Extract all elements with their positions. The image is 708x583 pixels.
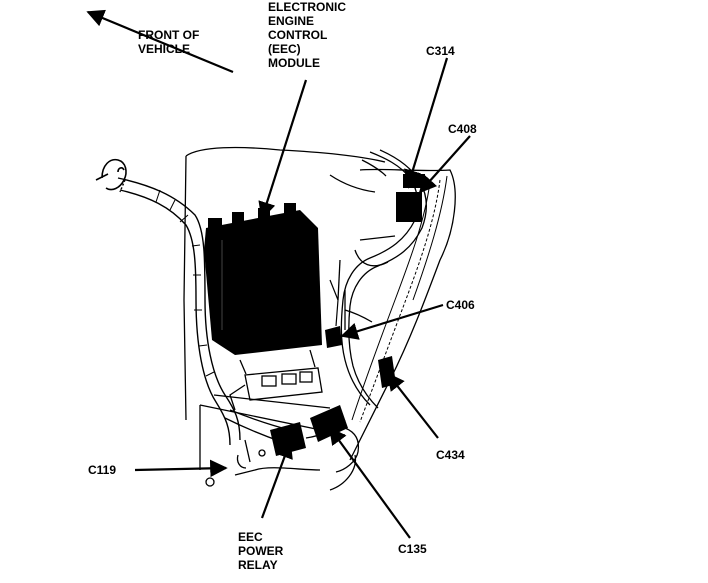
- panel-outline: [183, 146, 456, 491]
- left-harness: [117, 177, 241, 446]
- eec-module: [204, 203, 322, 355]
- eec-module-label: ELECTRONIC ENGINE CONTROL (EEC) MODULE: [268, 0, 346, 70]
- eec-power-relay-label: EEC POWER RELAY: [238, 530, 283, 572]
- front-label-line1: FRONT OF: [138, 28, 200, 42]
- eec-label-line2: ENGINE: [268, 14, 315, 28]
- c434-leader: [386, 372, 439, 439]
- front-direction-arrow: [86, 9, 234, 74]
- leader-lines: [134, 57, 471, 539]
- panel-edge-strip: [351, 175, 448, 423]
- module-bracket: [229, 349, 323, 411]
- c408-leader: [418, 135, 471, 194]
- eec-module-leader: [258, 79, 308, 220]
- c434-label: C434: [436, 448, 465, 462]
- c314-label: C314: [426, 44, 455, 58]
- c135-leader: [328, 426, 411, 539]
- c135-label: C135: [398, 542, 427, 556]
- eec-label-line4: (EEC): [268, 42, 301, 56]
- c408-label: C408: [448, 122, 477, 136]
- connector-c406-part: [325, 279, 342, 348]
- relay-label-line1: EEC: [238, 530, 263, 544]
- relay-label-line3: RELAY: [238, 558, 278, 572]
- c119-label: C119: [88, 463, 117, 477]
- harness-clip: [95, 158, 127, 191]
- front-of-vehicle-label: FRONT OF VEHICLE: [138, 28, 199, 56]
- c119-leader: [134, 459, 228, 478]
- c314-leader: [404, 57, 449, 188]
- front-label-line2: VEHICLE: [138, 42, 191, 56]
- eec-label-line1: ELECTRONIC: [268, 0, 346, 14]
- relay-label-line2: POWER: [238, 544, 284, 558]
- relay-leader: [260, 440, 293, 519]
- c406-label: C406: [446, 298, 475, 312]
- eec-label-line3: CONTROL: [268, 28, 328, 42]
- connector-c434-part: [378, 356, 396, 388]
- connector-c135-part: [310, 405, 348, 442]
- c406-leader: [340, 303, 444, 340]
- eec-label-line5: MODULE: [268, 56, 320, 70]
